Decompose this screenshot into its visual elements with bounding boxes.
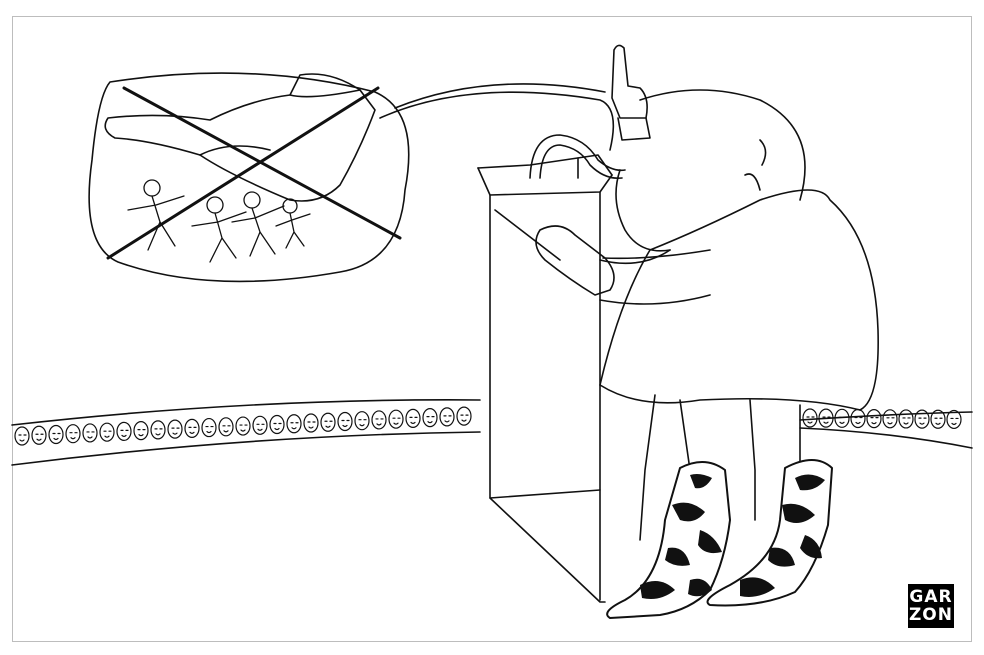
audience-heads-right — [802, 408, 962, 430]
audience-head — [930, 409, 946, 429]
audience-head — [802, 408, 818, 428]
audience-face — [290, 422, 299, 430]
audience-face — [171, 427, 180, 435]
audience-face — [103, 430, 112, 438]
audience-face — [392, 417, 401, 425]
speaker-arm — [535, 225, 711, 305]
audience-face — [950, 417, 959, 426]
audience-head — [914, 409, 930, 429]
audience-head — [150, 420, 166, 440]
audience-head — [303, 413, 319, 433]
audience-crowd — [11, 399, 973, 466]
audience-head — [14, 426, 30, 446]
audience-face — [154, 428, 163, 436]
audience-head — [439, 407, 455, 427]
audience-head — [898, 409, 914, 429]
audience-face — [426, 416, 435, 424]
audience-head — [388, 409, 404, 429]
audience-face — [256, 423, 265, 431]
audience-head — [818, 408, 834, 428]
audience-head — [252, 415, 268, 435]
audience-head — [48, 424, 64, 445]
audience-face — [358, 419, 367, 427]
audience-face — [443, 415, 452, 423]
audience-head — [218, 417, 234, 437]
audience-head — [337, 411, 353, 432]
audience-head — [834, 408, 850, 428]
audience-face — [120, 429, 129, 438]
audience-head — [116, 421, 132, 442]
audience-face — [934, 417, 943, 425]
audience-face — [273, 422, 282, 431]
audience-head — [269, 414, 285, 435]
audience-face — [854, 416, 863, 425]
microphone — [529, 134, 626, 180]
speech-bubble — [88, 72, 615, 283]
audience-head — [422, 408, 438, 428]
audience-face — [341, 419, 350, 428]
signature-line-1: GAR — [909, 587, 953, 607]
audience-face — [806, 416, 815, 424]
tiny-people-in-bubble — [127, 179, 311, 263]
audience-head — [866, 409, 882, 429]
audience-heads-left — [14, 406, 472, 446]
audience-face — [18, 434, 27, 442]
audience-head — [133, 421, 149, 441]
audience-face — [822, 416, 831, 424]
audience-head — [235, 416, 251, 436]
boot-in-bubble — [104, 73, 376, 202]
audience-head — [320, 412, 336, 432]
audience-head — [99, 422, 115, 442]
audience-face — [205, 425, 214, 434]
artist-signature: GAR ZON — [908, 584, 954, 628]
audience-face — [886, 417, 895, 425]
audience-head — [167, 419, 183, 439]
audience-face — [86, 431, 95, 439]
audience-face — [239, 424, 248, 432]
audience-face — [35, 433, 44, 441]
audience-head — [201, 417, 217, 438]
podium — [477, 154, 613, 603]
audience-face — [137, 429, 146, 437]
audience-head — [882, 409, 898, 429]
audience-face — [324, 420, 333, 428]
audience-head — [184, 418, 200, 438]
audience-face — [52, 432, 61, 441]
audience-face — [460, 414, 469, 422]
audience-face — [409, 416, 418, 425]
audience-head — [82, 423, 98, 443]
boot-pattern — [640, 474, 825, 599]
audience-head — [286, 414, 302, 434]
audience-head — [405, 408, 421, 429]
audience-face — [918, 417, 927, 425]
audience-face — [870, 417, 879, 425]
raised-finger — [611, 44, 651, 141]
audience-head — [65, 424, 81, 444]
audience-head — [354, 411, 370, 431]
audience-face — [307, 421, 316, 429]
cross-out-mark — [106, 86, 402, 260]
audience-head — [371, 410, 387, 430]
audience-face — [222, 425, 231, 433]
audience-face — [188, 426, 197, 434]
audience-head — [946, 409, 962, 430]
audience-face — [69, 432, 78, 440]
audience-head — [456, 406, 472, 426]
audience-face — [902, 417, 911, 425]
audience-head — [850, 408, 866, 429]
speaker-body — [599, 89, 879, 411]
audience-head — [31, 425, 47, 445]
audience-face — [838, 416, 847, 424]
signature-line-2: ZON — [908, 605, 953, 625]
audience-face — [375, 418, 384, 426]
